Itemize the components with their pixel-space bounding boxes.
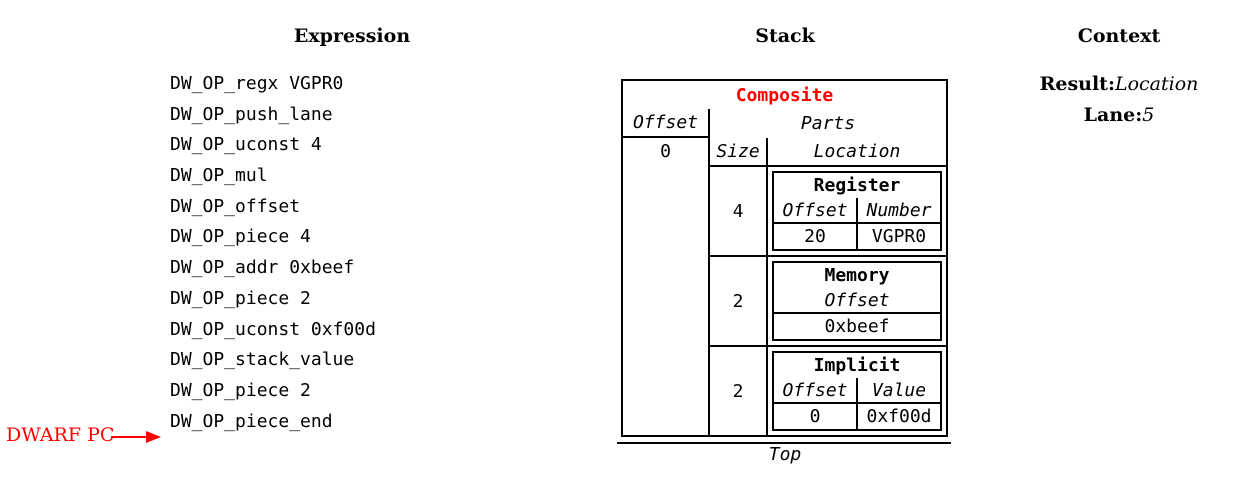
stack-top-line <box>617 442 951 444</box>
context-block: Result:Location Lane:5 <box>1019 69 1219 130</box>
dwarf-pc-arrow-line <box>111 436 147 439</box>
lane-label: Lane: <box>1083 103 1143 126</box>
location-header: Location <box>813 141 901 162</box>
opcode-line: DW_OP_addr 0xbeef <box>170 257 355 279</box>
offset-column: Offset 0 <box>623 109 710 435</box>
part-size: 2 <box>710 257 768 345</box>
result-label: Result: <box>1039 73 1115 95</box>
stack-column-header: Stack <box>755 25 815 47</box>
memory-offset-column: Offset 0xbeef <box>774 288 940 339</box>
implicit-value-column: Value 0xf00d <box>858 378 940 429</box>
part-location-cell: Implicit Offset 0 Value 0xf00d <box>768 347 946 435</box>
memory-location-table: Memory Offset 0xbeef <box>772 261 942 341</box>
implicit-value-value: 0xf00d <box>866 406 932 427</box>
context-result-line: Result:Location <box>1019 69 1219 100</box>
opcode-line: DW_OP_regx VGPR0 <box>170 73 344 94</box>
implicit-table-grid: Offset 0 Value 0xf00d <box>774 378 940 429</box>
parts-column: Parts Size Location 4 Register Offset <box>710 109 946 435</box>
expression-list: DW_OP_regx VGPR0 DW_OP_push_lane DW_OP_u… <box>170 69 376 437</box>
memory-offset-header: Offset <box>774 288 940 314</box>
opcode-line: DW_OP_piece 2 <box>170 287 311 309</box>
expression-column-header: Expression <box>293 25 411 47</box>
implicit-offset-column: Offset 0 <box>774 378 858 429</box>
offset-value: 0 <box>660 141 671 162</box>
composite-header: Composite <box>735 84 834 106</box>
memory-table-grid: Offset 0xbeef <box>774 288 940 339</box>
location-kind-title: Memory <box>824 265 890 286</box>
implicit-value-header: Value <box>858 378 940 404</box>
opcode-line: DW_OP_offset <box>170 195 301 217</box>
register-number-header: Number <box>858 198 940 224</box>
part-row-memory: 2 Memory Offset 0xbeef <box>710 257 946 347</box>
dwarf-pc-arrow-icon <box>146 430 161 443</box>
register-table-grid: Offset 20 Number VGPR0 <box>774 198 940 249</box>
register-offset-header: Offset <box>774 198 856 224</box>
opcode-line: DW_OP_uconst 4 <box>170 134 322 156</box>
stack-table-body: Offset 0 Parts Size Location 4 Register <box>623 109 946 435</box>
part-row-implicit: 2 Implicit Offset 0 Value <box>710 347 946 435</box>
parts-header: Parts <box>800 113 856 134</box>
implicit-offset-header: Offset <box>774 378 856 404</box>
dwarf-pc-label: DWARF PC <box>6 424 115 446</box>
offset-header: Offset <box>623 109 708 138</box>
context-column-header: Context <box>1077 25 1161 47</box>
location-kind-title: Register <box>813 175 901 196</box>
register-location-table: Register Offset 20 Number VGPR0 <box>772 171 942 251</box>
opcode-line: DW_OP_uconst 0xf00d <box>170 318 376 340</box>
stack-table: Composite Offset 0 Parts Size Location 4… <box>621 79 948 437</box>
opcode-line: DW_OP_push_lane <box>170 103 333 125</box>
opcode-line: DW_OP_mul <box>170 165 268 187</box>
memory-offset-value: 0xbeef <box>824 316 890 337</box>
register-offset-column: Offset 20 <box>774 198 858 249</box>
stack-top-label: Top <box>768 444 802 465</box>
part-size: 4 <box>710 167 768 255</box>
implicit-offset-value: 0 <box>809 406 821 427</box>
part-row-register: 4 Register Offset 20 Number <box>710 167 946 257</box>
size-location-header-row: Size Location <box>710 138 946 167</box>
register-number-column: Number VGPR0 <box>858 198 940 249</box>
result-value: Location <box>1114 73 1199 95</box>
register-number-value: VGPR0 <box>871 226 927 247</box>
part-location-cell: Register Offset 20 Number VGPR0 <box>768 167 946 255</box>
lane-value: 5 <box>1142 103 1155 126</box>
opcode-line: DW_OP_stack_value <box>170 349 355 371</box>
implicit-location-table: Implicit Offset 0 Value 0xf00d <box>772 351 942 431</box>
register-offset-value: 20 <box>804 226 826 247</box>
opcode-line: DW_OP_piece 4 <box>170 226 311 248</box>
location-kind-title: Implicit <box>813 355 901 376</box>
size-header: Size <box>710 138 768 165</box>
opcode-line: DW_OP_piece 2 <box>170 379 311 401</box>
part-location-cell: Memory Offset 0xbeef <box>768 257 946 345</box>
part-size: 2 <box>710 347 768 435</box>
context-lane-line: Lane:5 <box>1019 100 1219 131</box>
opcode-line: DW_OP_piece_end <box>170 410 333 432</box>
